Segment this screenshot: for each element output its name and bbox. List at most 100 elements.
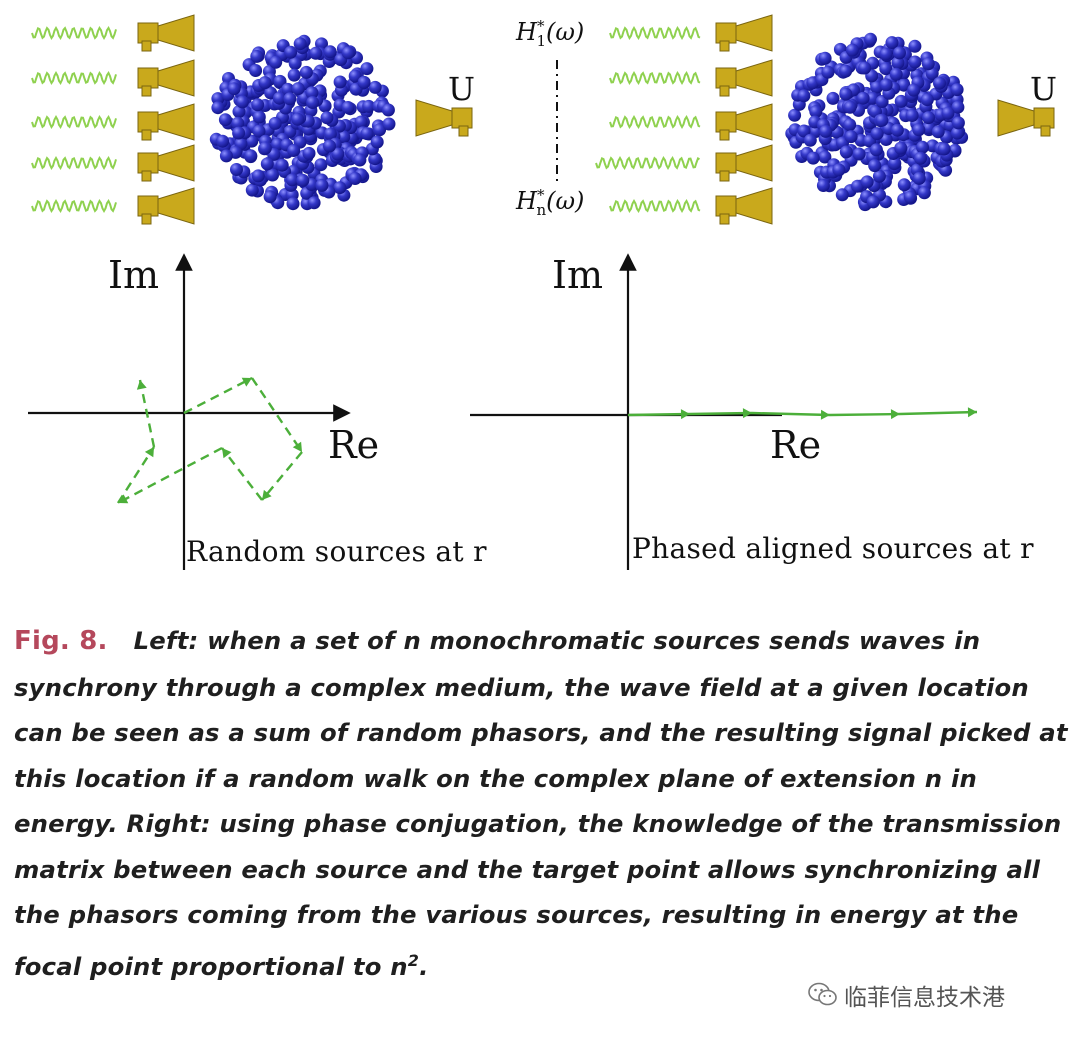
scatterer-sphere [851,179,864,193]
scatterer-sphere [845,43,859,57]
source-antenna [715,187,773,225]
caption-end: . [419,951,429,981]
scatterer-sphere [271,137,284,151]
scatterer-sphere [323,45,337,59]
scatterer-sphere [227,82,241,96]
source-wave [31,155,117,171]
phasor-arrowhead [680,409,690,420]
scatterer-sphere [864,32,877,46]
scatterer-sphere [908,55,922,69]
scatterer-sphere [912,123,926,137]
scatterer-sphere [879,62,893,76]
scatterer-sphere [839,145,853,159]
scatterer-sphere [232,126,246,140]
scatterer-sphere [839,64,853,78]
scatterer-sphere [258,76,272,90]
phasor-arrowhead [967,407,977,418]
scatterer-sphere [951,100,965,114]
scatterer-sphere [885,36,899,50]
receiver-antenna [997,99,1055,137]
scatterer-sphere [244,149,258,163]
scatterer-sphere [950,126,964,140]
scatterer-sphere [897,178,911,192]
phasor-segment [829,412,901,417]
scatterer-sphere [869,143,883,157]
right-axis-im-label: Im [552,253,604,297]
right-complex-plane [470,253,978,570]
scatterer-sphere [908,39,922,53]
scatterer-sphere [291,112,305,126]
scatterer-sphere [903,190,917,204]
scatterer-sphere [218,113,232,127]
scatterer-sphere [251,169,265,183]
scatterer-sphere [323,139,336,153]
scatterer-sphere [797,124,811,138]
phasor-arrowhead [742,408,752,419]
scatterer-sphere [806,151,820,165]
scatterer-sphere [251,98,265,112]
watermark: 临菲信息技术港 [808,978,1005,1012]
scatterer-sphere [268,116,282,130]
scatterer-sphere [832,163,846,177]
random-phasor-walk [116,376,303,505]
scattering-media [209,32,969,212]
left-panel-caption: Random sources at r [186,535,487,568]
scatterer-sphere [252,110,266,124]
scatterer-sphere [916,140,929,154]
source-antenna [715,59,773,97]
scatterer-sphere [879,78,893,92]
source-wave [31,114,117,130]
phasor-segment [138,379,156,448]
scatterer-sphere [291,82,305,96]
scatterer-sphere [360,127,374,141]
scatterer-sphere [816,179,830,192]
scatterer-sphere [368,80,382,94]
source-antenna [137,187,195,225]
scatterer-sphere [302,146,316,160]
scatterer-sphere [296,173,310,187]
scatterer-sphere [914,151,927,165]
scatterer-sphere [917,186,931,200]
scatterer-sphere [362,99,376,113]
scatterer-sphere [305,86,319,100]
scatterer-sphere [331,147,345,161]
scatterer-sphere [285,173,299,187]
scatterer-sphere [868,159,882,173]
scatterer-sphere [866,195,880,209]
phasor-arrowhead [292,441,302,452]
phasor-segment [183,376,253,415]
scatterer-sphere [856,91,870,105]
scatterer-cluster [785,32,969,212]
phasor-segment [116,446,156,504]
left-axis-im-label: Im [108,253,160,297]
source-wave [609,198,701,214]
scatterer-sphere [287,144,301,157]
scatterer-sphere [381,103,395,117]
phasor-segment [627,412,691,417]
phasor-arrowhead [890,409,900,420]
source-wave [595,155,700,171]
scatterer-sphere [933,76,946,90]
phasor-arrowhead [241,377,252,387]
scatterer-sphere [249,64,263,77]
scatterer-sphere [288,56,302,70]
scatterer-sphere [835,188,849,202]
phasor-segment [221,447,263,501]
figure-number: Fig. 8. [14,626,108,656]
scatterer-sphere [941,106,955,120]
h1-conjugate-label: H*1(ω) [516,17,585,50]
figure-caption: Fig. 8.Left: when a set of n monochromat… [14,618,1069,989]
source-wave [609,70,701,86]
scatterer-sphere [309,46,323,60]
scatterer-sphere [211,101,225,115]
scatterer-sphere [382,117,396,131]
scatterer-sphere [299,65,313,79]
scatterer-sphere [894,94,908,108]
phasor-segment [261,451,303,501]
scatterer-sphere [370,135,384,149]
left-receiver-label: U [448,70,475,108]
scatterer-sphere [875,113,889,127]
scatterer-sphere [373,123,387,137]
phasor-arrowhead [820,409,830,420]
left-complex-plane [28,253,351,570]
